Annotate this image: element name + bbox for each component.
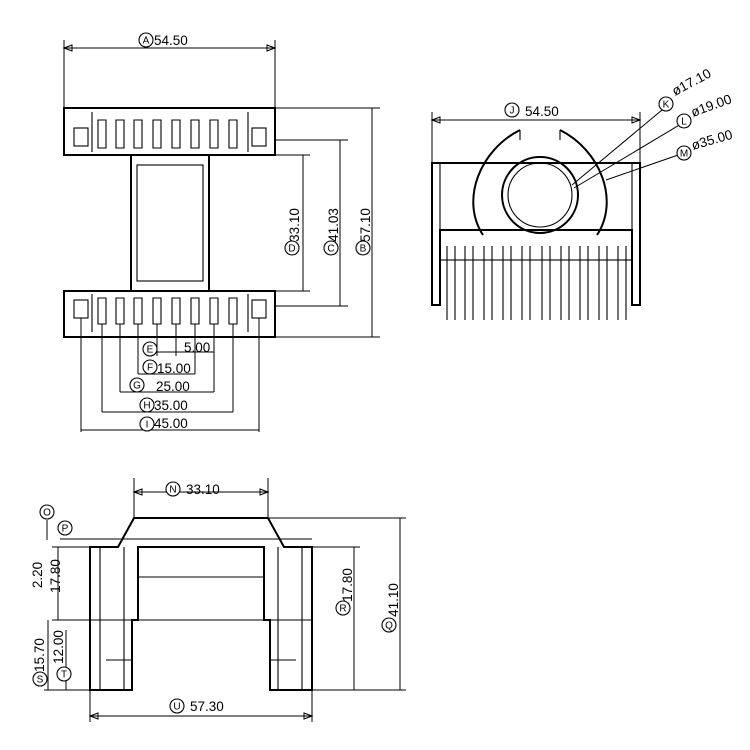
svg-text:K: K xyxy=(663,100,670,111)
svg-text:12.00: 12.00 xyxy=(51,630,66,664)
dim-t-label: 12.00 T xyxy=(51,630,72,682)
dim-m-label: M ø35.00 xyxy=(676,127,735,161)
svg-text:R: R xyxy=(339,604,346,615)
svg-text:41.03: 41.03 xyxy=(326,208,341,242)
svg-text:P: P xyxy=(62,524,69,535)
dim-i-label: I 45.00 xyxy=(139,416,188,432)
svg-text:T: T xyxy=(61,670,67,681)
side-view: N 33.10 O P 2.20 17.80 15.70 S 12.00 T xyxy=(30,478,406,722)
svg-text:E: E xyxy=(147,345,154,356)
svg-text:A: A xyxy=(143,36,150,47)
svg-text:I: I xyxy=(146,420,149,431)
svg-text:L: L xyxy=(681,117,687,128)
dim-g-label: G 25.00 xyxy=(129,377,190,394)
svg-text:54.50: 54.50 xyxy=(525,104,559,119)
svg-text:33.10: 33.10 xyxy=(186,482,220,497)
dim-s-label: 15.70 S xyxy=(32,638,48,687)
top-view-upper-pins xyxy=(91,112,249,152)
svg-text:25.00: 25.00 xyxy=(156,379,190,394)
svg-text:35.00: 35.00 xyxy=(154,398,188,413)
dim-f-label: F 15.00 xyxy=(142,359,191,376)
svg-text:17.80: 17.80 xyxy=(340,568,355,602)
svg-text:45.00: 45.00 xyxy=(154,416,188,431)
svg-text:M: M xyxy=(680,149,688,160)
dim-r-label: 17.80 R xyxy=(335,568,355,616)
dim-op-value: 2.20 xyxy=(30,562,45,588)
svg-text:33.10: 33.10 xyxy=(287,208,302,242)
svg-text:57.10: 57.10 xyxy=(358,208,373,242)
svg-text:ø17.10: ø17.10 xyxy=(669,66,713,99)
dim-c-label: 41.03 C xyxy=(323,208,341,256)
svg-text:ø19.00: ø19.00 xyxy=(689,91,734,119)
dim-j-label: J 54.50 xyxy=(504,102,559,119)
dim-h-label: H 35.00 xyxy=(139,397,188,413)
dim-p-label: P xyxy=(57,520,73,536)
svg-text:O: O xyxy=(43,508,51,519)
end-view-pins xyxy=(446,246,627,320)
dim-b-label: 57.10 B xyxy=(355,208,373,256)
dim-u-label: U 57.30 xyxy=(169,698,224,714)
svg-text:5.00: 5.00 xyxy=(184,340,210,355)
svg-text:N: N xyxy=(169,485,176,496)
dim-r-left-value: 17.80 xyxy=(48,559,63,593)
dim-l-label: L ø19.00 xyxy=(676,91,734,129)
dim-a-label: A 54.50 xyxy=(138,32,188,48)
svg-text:S: S xyxy=(37,675,44,686)
svg-text:Q: Q xyxy=(385,621,393,632)
svg-text:J: J xyxy=(510,106,515,117)
svg-text:H: H xyxy=(143,401,150,412)
svg-text:D: D xyxy=(288,244,295,255)
svg-text:57.30: 57.30 xyxy=(190,699,224,714)
svg-text:F: F xyxy=(147,363,153,374)
top-view-lower-pins xyxy=(91,294,249,332)
dim-n-label: N 33.10 xyxy=(165,481,220,497)
svg-text:15.70: 15.70 xyxy=(32,638,47,672)
svg-text:15.00: 15.00 xyxy=(157,361,191,376)
svg-text:C: C xyxy=(327,244,334,255)
dim-q-label: 41.10 Q xyxy=(381,583,401,633)
svg-text:G: G xyxy=(133,381,141,392)
end-view: J 54.50 K ø17.10 L ø19.00 M ø35.00 xyxy=(430,66,735,320)
top-view: A 54.50 33.10 D 41.03 C 57.10 B E xyxy=(62,32,380,432)
dim-e-label: E 5.00 xyxy=(142,340,210,357)
svg-text:54.50: 54.50 xyxy=(154,33,188,48)
dim-o-label: O xyxy=(39,504,55,520)
svg-text:U: U xyxy=(173,702,180,713)
dim-d-label: 33.10 D xyxy=(284,208,302,256)
svg-text:41.10: 41.10 xyxy=(386,583,401,617)
svg-text:B: B xyxy=(360,244,367,255)
svg-text:ø35.00: ø35.00 xyxy=(690,127,735,153)
